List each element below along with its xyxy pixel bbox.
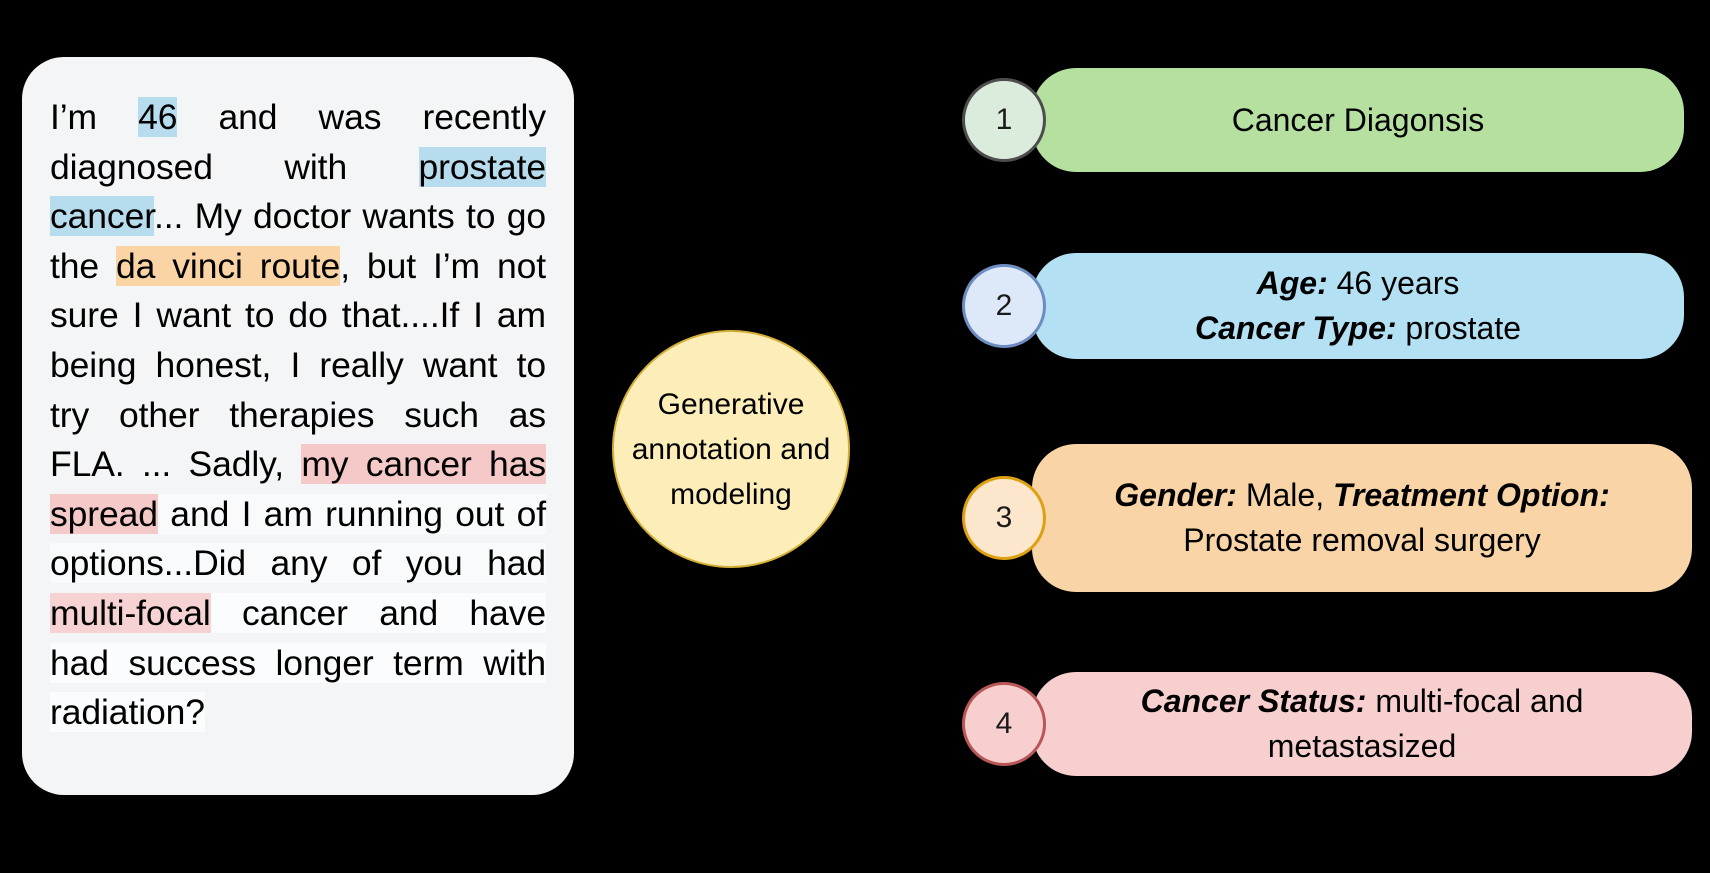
card-field-label: Cancer Type:: [1194, 310, 1397, 346]
card-field-value: prostate: [1396, 310, 1522, 346]
card-field-label: Gender:: [1114, 477, 1237, 513]
patient-post-text: I’m 46 and was recently diagnosed with p…: [50, 93, 546, 738]
card-field-value: Male,: [1236, 477, 1333, 513]
post-segment: I’m: [50, 97, 139, 137]
post-segment: and was recently diagnosed with: [50, 97, 546, 187]
card-number-badge-3: 3: [962, 476, 1046, 560]
card-number-badge-4: 4: [962, 682, 1046, 766]
card-field-label: Age:: [1256, 265, 1328, 301]
card-line: Cancer Diagonsis: [1232, 98, 1485, 143]
card-line: Gender: Male, Treatment Option: Prostate…: [1066, 473, 1658, 563]
post-segment: da vinci route: [116, 245, 341, 286]
card-bubble-4: Cancer Status: multi-focal and metastasi…: [1032, 672, 1692, 776]
card-number-badge-2: 2: [962, 264, 1046, 348]
card-field-label: Treatment Option:: [1332, 477, 1610, 513]
post-segment: 46: [138, 97, 178, 137]
card-line: Cancer Type: prostate: [1195, 306, 1521, 351]
annotation-card-4: 4 Cancer Status: multi-focal and metasta…: [962, 672, 1692, 776]
card-field-value: multi-focal and metastasized: [1267, 683, 1584, 764]
card-line: Age: 46 years: [1257, 261, 1460, 306]
card-bubble-1: Cancer Diagonsis: [1032, 68, 1684, 172]
annotation-card-1: 1 Cancer Diagonsis: [962, 68, 1684, 172]
post-segment: , but I’m not sure I want to do that....…: [50, 245, 546, 485]
pipeline-circle-label: Generative annotation and modeling: [631, 387, 831, 511]
card-field-value: Cancer Diagonsis: [1231, 101, 1485, 138]
patient-post-panel: I’m 46 and was recently diagnosed with p…: [22, 57, 574, 795]
card-field-value: 46 years: [1327, 265, 1460, 301]
card-number-badge-1: 1: [962, 78, 1046, 162]
card-bubble-3: Gender: Male, Treatment Option: Prostate…: [1032, 444, 1692, 592]
annotation-card-3: 3 Gender: Male, Treatment Option: Prosta…: [962, 444, 1692, 592]
card-field-value: Prostate removal surgery: [1183, 522, 1541, 558]
post-segment: multi-focal: [50, 592, 211, 633]
card-line: Cancer Status: multi-focal and metastasi…: [1066, 679, 1658, 769]
pipeline-circle: Generative annotation and modeling: [612, 330, 850, 568]
post-segment: ... My doctor wants to go the: [50, 196, 546, 286]
card-field-label: Cancer Status:: [1140, 683, 1367, 719]
